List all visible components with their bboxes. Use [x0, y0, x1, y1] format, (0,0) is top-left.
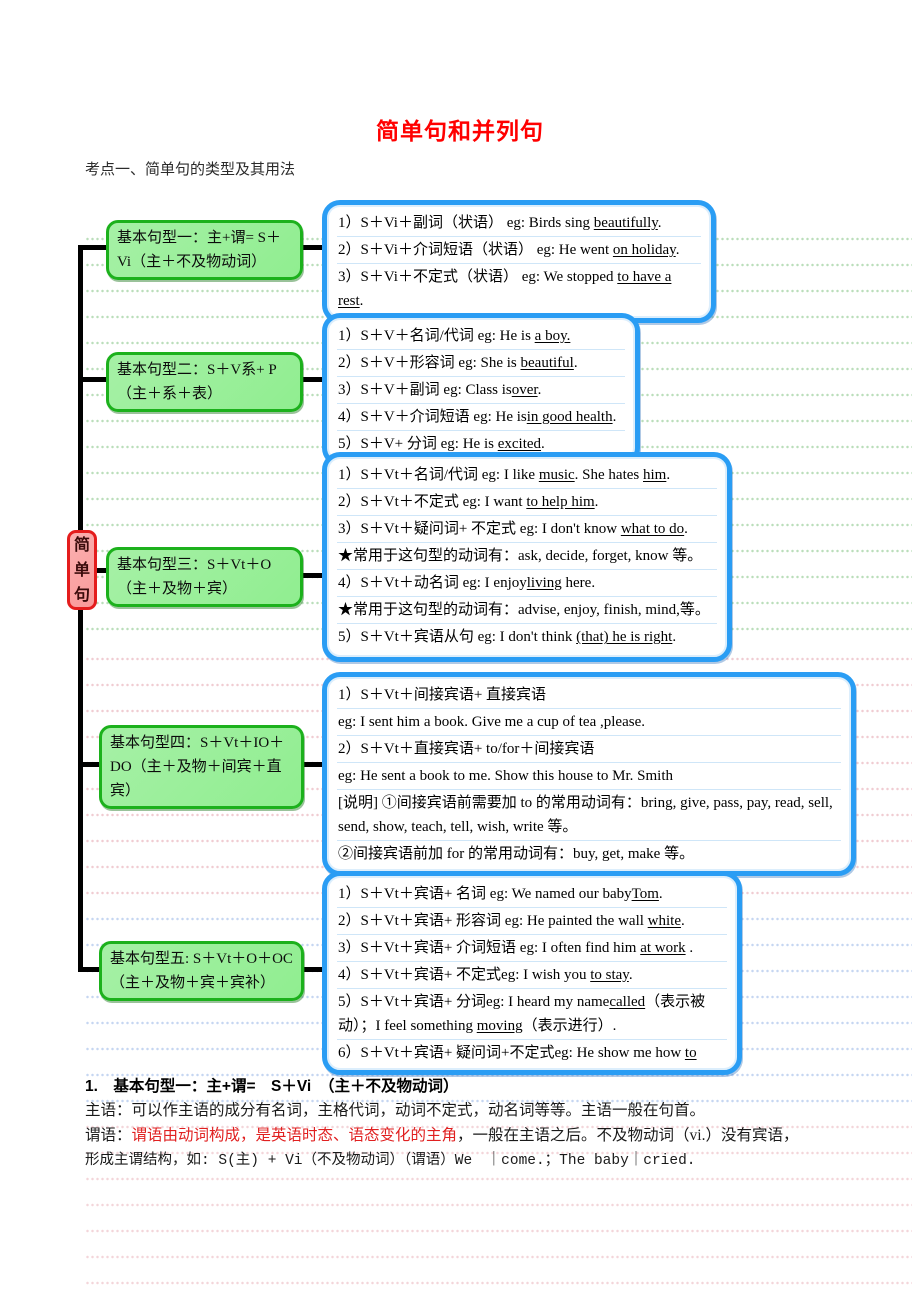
pattern-row: 2）S＋Vt＋直接宾语+ to/for＋间接宾语: [337, 736, 841, 763]
pattern-row: 2）S＋V＋形容词 eg: She is beautiful.: [337, 350, 625, 377]
pattern-row: 3）S＋Vt＋疑问词+ 不定式 eg: I don't know what to…: [337, 516, 717, 543]
connector-line: [95, 568, 107, 573]
pattern-details-1: 1）S＋Vi＋副词（状语） eg: Birds sing beautifully…: [322, 200, 716, 323]
pattern-row: 2）S＋Vt＋不定式 eg: I want to help him.: [337, 489, 717, 516]
pattern-row: 1）S＋Vi＋副词（状语） eg: Birds sing beautifully…: [337, 210, 701, 237]
dotted-guide-lines: [85, 1116, 912, 1296]
pattern-row: ★常用于这句型的动词有：ask, decide, forget, know 等。: [337, 543, 717, 570]
connector-line: [81, 377, 107, 382]
pattern-node-2: 基本句型二：S＋V系+ P（主＋系＋表）: [106, 352, 303, 412]
pattern-details-5: 1）S＋Vt＋宾语+ 名词 eg: We named our babyTom.2…: [322, 871, 742, 1075]
connector-line: [81, 762, 107, 767]
pattern-row: 5）S＋Vt＋宾语从句 eg: I don't think (that) he …: [338, 629, 677, 645]
pattern-row: 1）S＋Vt＋间接宾语+ 直接宾语: [337, 682, 841, 709]
pattern-row: 2）S＋Vt＋宾语+ 形容词 eg: He painted the wall w…: [337, 908, 727, 935]
pattern-row: 2）S＋Vi＋介词短语（状语） eg: He went on holiday.: [337, 237, 701, 264]
pattern-row: eg: I sent him a book. Give me a cup of …: [337, 709, 841, 736]
pattern-row: 6）S＋Vt＋宾语+ 疑问词+不定式eg: He show me how to: [338, 1045, 697, 1061]
predicate-label: 谓语：: [85, 1127, 132, 1144]
root-node-simple-sentence: 简单句: [67, 530, 97, 610]
pattern-row: 3）S＋Vt＋宾语+ 介词短语 eg: I often find him at …: [337, 935, 727, 962]
root-node-label: 简单句: [73, 536, 90, 604]
pattern-row: 3）S＋V＋副词 eg: Class isover.: [337, 377, 625, 404]
footer-subject-line: 主语：可以作主语的成分有名词，主格代词，动词不定式，动名词等等。主语一般在句首。: [85, 1102, 706, 1119]
pattern-row: 3）S＋Vi＋不定式（状语） eg: We stopped to have a …: [338, 269, 672, 309]
pattern-row: 5）S＋V+ 分词 eg: He is excited.: [338, 436, 545, 452]
connector-line: [300, 377, 324, 382]
connector-line: [301, 967, 324, 972]
pattern-row: ②间接宾语前加 for 的常用动词有：buy, get, make 等。: [338, 846, 695, 862]
page-title: 简单句和并列句: [376, 118, 544, 144]
connector-line: [300, 573, 324, 578]
pattern-row: [说明] ①间接宾语前需要加 to 的常用动词有：bring, give, pa…: [337, 790, 841, 841]
pattern-row: 1）S＋V＋名词/代词 eg: He is a boy.: [337, 323, 625, 350]
pattern-row: 4）S＋Vt＋宾语+ 不定式eg: I wish you to stay.: [337, 962, 727, 989]
predicate-rest: ，一般在主语之后。不及物动词（vi.）没有宾语，: [457, 1127, 799, 1144]
pattern-details-3: 1）S＋Vt＋名词/代词 eg: I like music. She hates…: [322, 452, 732, 662]
pattern-node-1: 基本句型一：主+谓= S＋Vi（主＋不及物动词）: [106, 220, 303, 280]
footer-heading: 1. 基本句型一：主+谓= S＋Vi （主＋不及物动词）: [85, 1078, 459, 1095]
pattern-node-3: 基本句型三：S＋Vt＋O（主＋及物＋宾）: [106, 547, 303, 607]
pattern-row: eg: He sent a book to me. Show this hous…: [337, 763, 841, 790]
pattern-node-4: 基本句型四：S＋Vt＋IO＋DO（主＋及物＋间宾＋直宾）: [99, 725, 304, 809]
section-heading: 考点一、简单句的类型及其用法: [85, 162, 296, 178]
footer-predicate-line: 谓语：谓语由动词构成，是英语时态、语态变化的主角，一般在主语之后。不及物动词（v…: [85, 1124, 885, 1148]
pattern-node-5: 基本句型五: S＋Vt＋O＋OC（主＋及物＋宾＋宾补）: [99, 941, 304, 1001]
pattern-row: 4）S＋V＋介词短语 eg: He isin good health.: [337, 404, 625, 431]
predicate-highlight: 谓语由动词构成，是英语时态、语态变化的主角: [131, 1127, 458, 1144]
connector-line: [81, 967, 107, 972]
connector-line: [81, 245, 107, 250]
pattern-row: 4）S＋Vt＋动名词 eg: I enjoyliving here.: [337, 570, 717, 597]
pattern-row: ★常用于这句型的动词有：advise, enjoy, finish, mind,…: [337, 597, 717, 624]
pattern-details-2: 1）S＋V＋名词/代词 eg: He is a boy.2）S＋V＋形容词 eg…: [322, 313, 640, 466]
footer-example-line: 形成主谓结构，如: S(主) + Vi（不及物动词）（谓语）We ｜come.；…: [85, 1153, 696, 1169]
pattern-row: 5）S＋Vt＋宾语+ 分词eg: I heard my namecalled（表…: [337, 989, 727, 1040]
pattern-row: 1）S＋Vt＋名词/代词 eg: I like music. She hates…: [337, 462, 717, 489]
pattern-row: 1）S＋Vt＋宾语+ 名词 eg: We named our babyTom.: [337, 881, 727, 908]
connector-line: [300, 245, 324, 250]
connector-line: [301, 762, 324, 767]
